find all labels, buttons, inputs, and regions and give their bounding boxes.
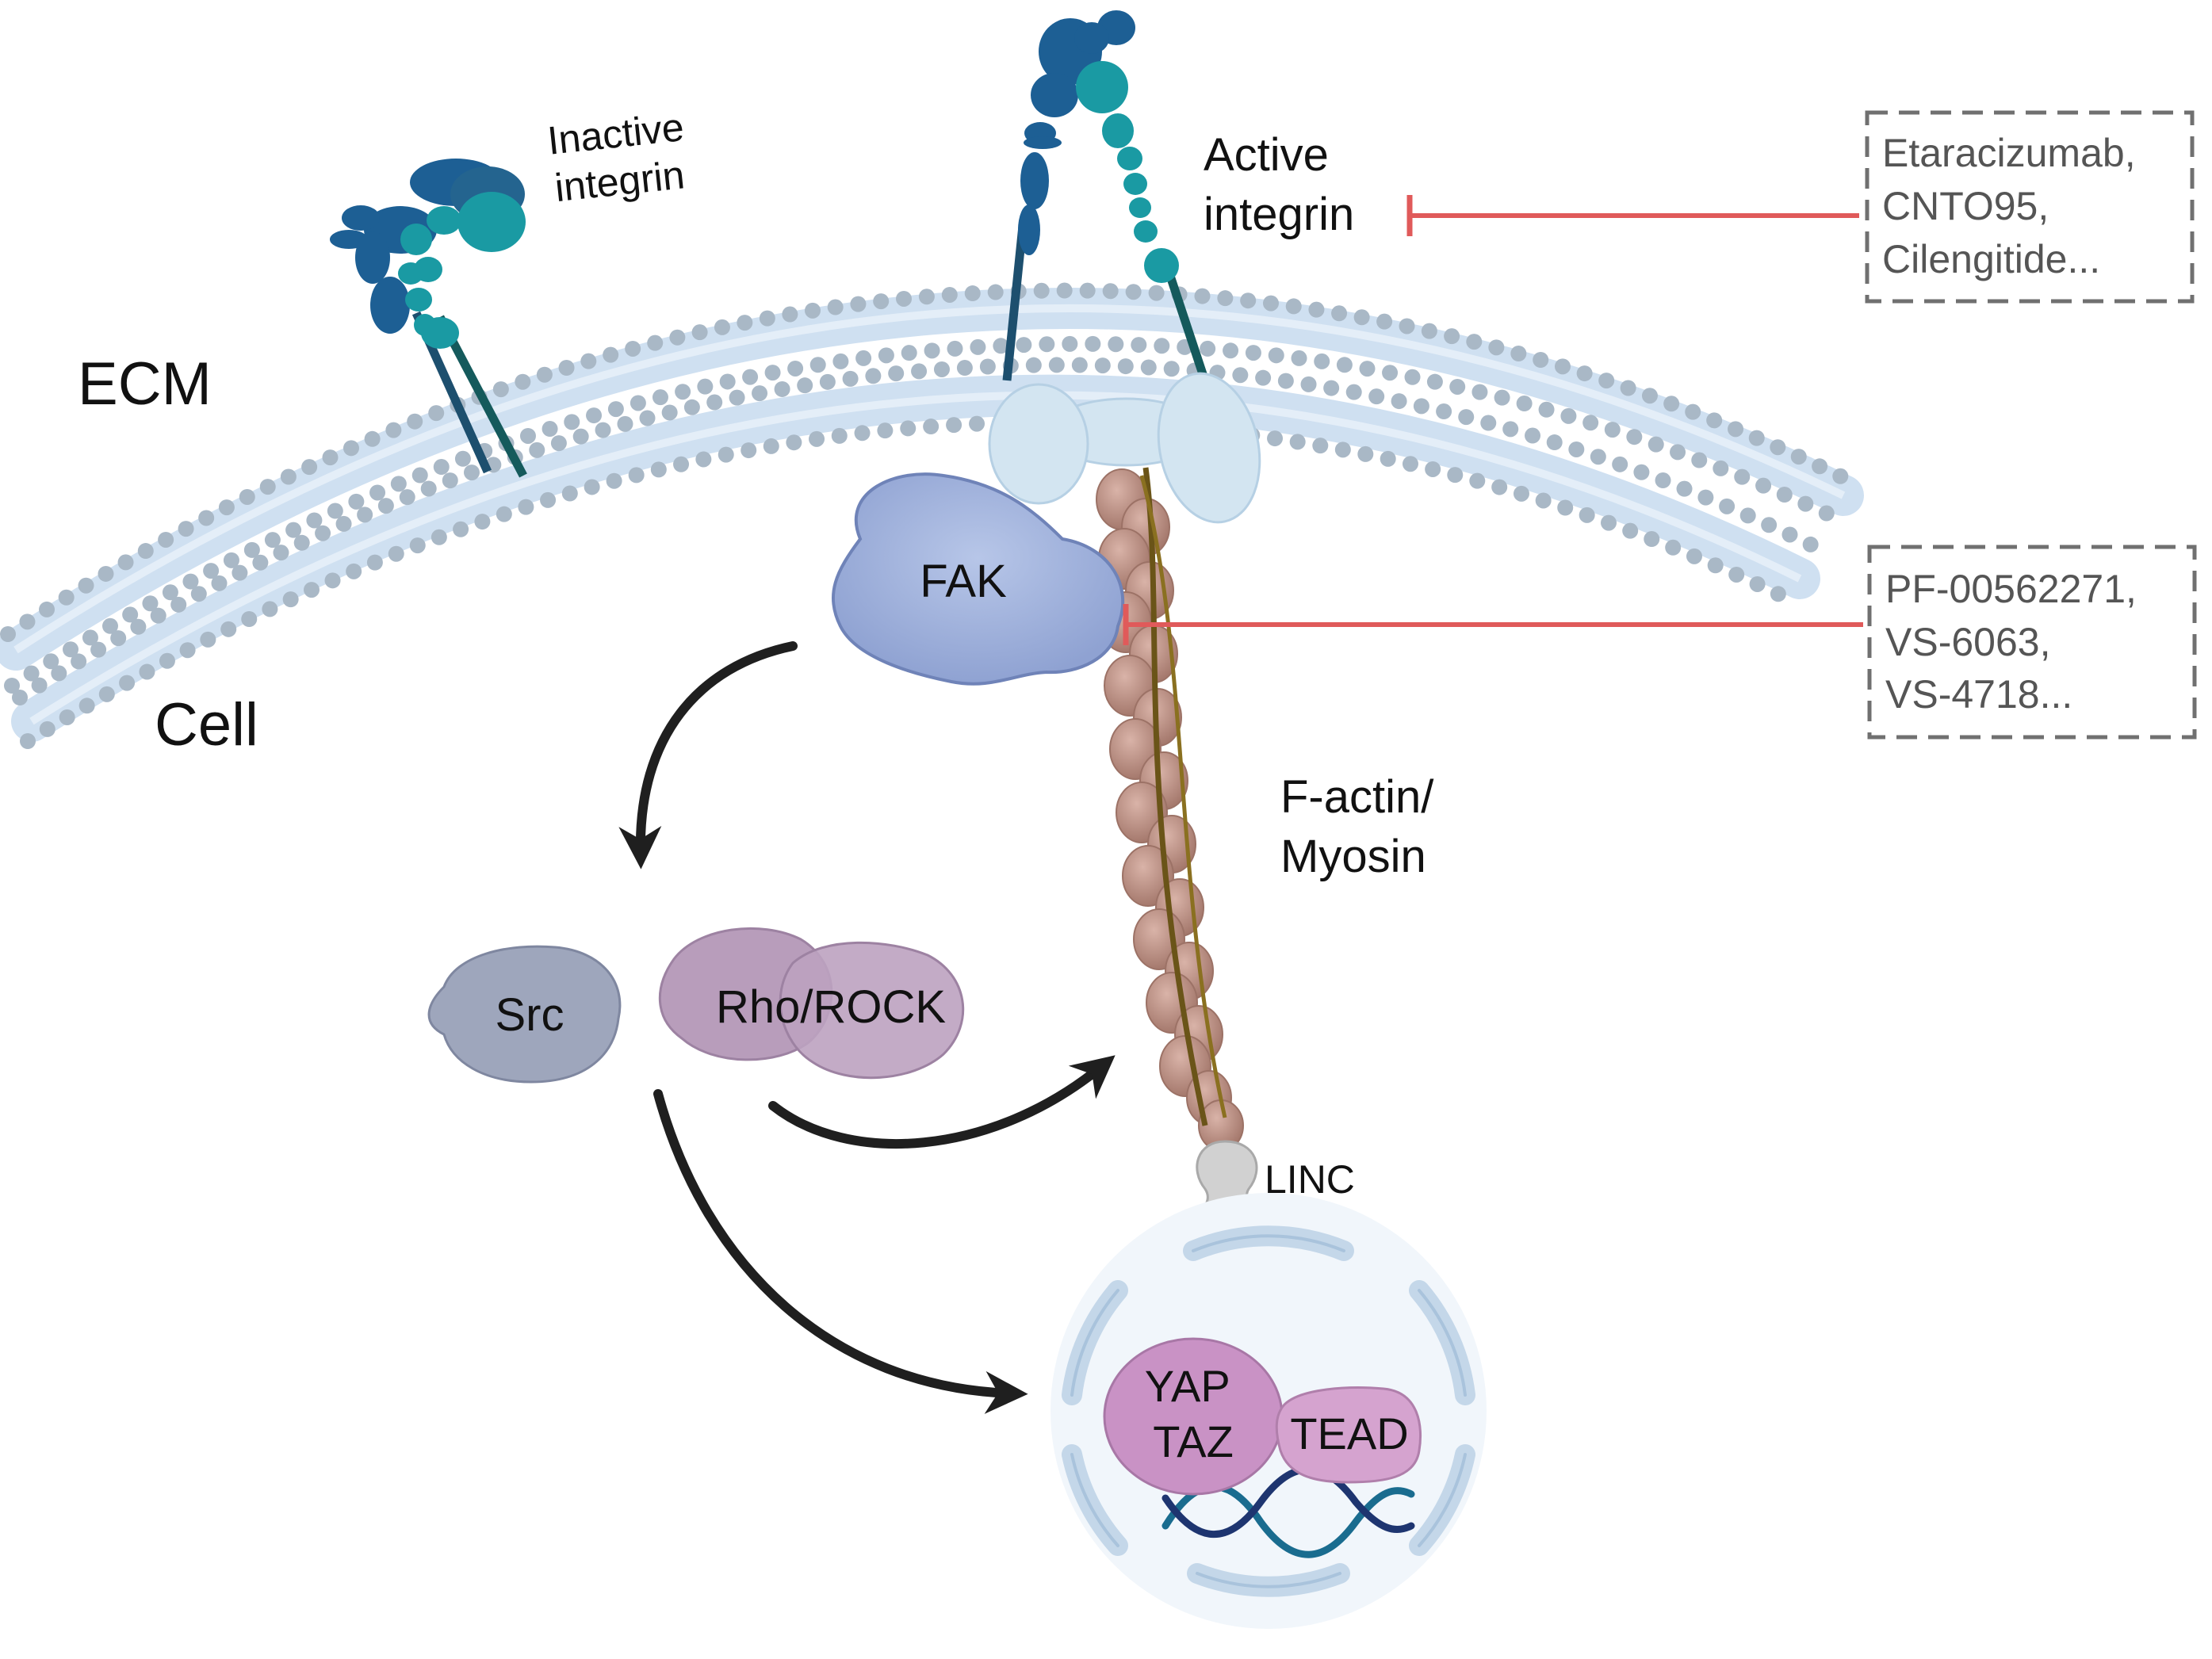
fak-drug-1: PF-00562271, [1885,567,2137,611]
fak-protein [831,472,1125,686]
integrin-drug-3: Cilengitide... [1882,237,2100,281]
fak-drug-box: PF-00562271, VS-6063, VS-4718... [1867,545,2197,740]
src-protein [427,945,622,1084]
fak-label: FAK [920,556,1007,607]
yap-taz-label: YAP TAZ [1145,1361,1242,1466]
fak-to-src-arrow [618,641,798,870]
signaling-arrows [618,641,1116,1414]
inactive-integrin [330,159,527,478]
svg-text:PF-00562271, VS-6063,: PF-00562271, VS-6063, VS-4718... [1885,567,2148,717]
integrin-drug-1: Etaracizumab, [1882,131,2136,175]
f-actin-myosin-label: F-actin/ Myosin [1280,771,1447,882]
fak-drug-2: VS-6063, [1885,620,2050,664]
f-actin-filament [1096,467,1244,1152]
src-to-nucleus-arrow [653,1089,1028,1414]
integrin-drug-box: Etaracizumab, CNTO95, Cilengitide... [1865,110,2195,304]
integrin-inhibition [1406,195,1859,236]
cell-label: Cell [155,691,258,759]
adaptor-complex [988,372,1261,524]
tead-protein [1275,1386,1422,1484]
ecm-label: ECM [78,350,212,418]
active-integrin-label: Active integrin [1204,129,1354,240]
active-integrin [1002,10,1216,402]
svg-text:Etaracizumab, CNTO95,: Etaracizumab, CNTO95, Cilengitide... [1882,131,2147,281]
rho-to-actin-arrow [768,1055,1116,1149]
rho-rock-label: Rho/ROCK [716,981,946,1033]
rho-rock-complex [658,927,965,1080]
inactive-integrin-label: Inactive integrin [545,104,702,211]
fak-drug-3: VS-4718... [1885,672,2072,717]
cell-membrane [0,282,1864,749]
fak-inhibition [1123,604,1863,645]
src-label: Src [496,989,564,1041]
integrin-drug-2: CNTO95, [1882,184,2049,228]
tead-label: TEAD [1290,1409,1408,1458]
